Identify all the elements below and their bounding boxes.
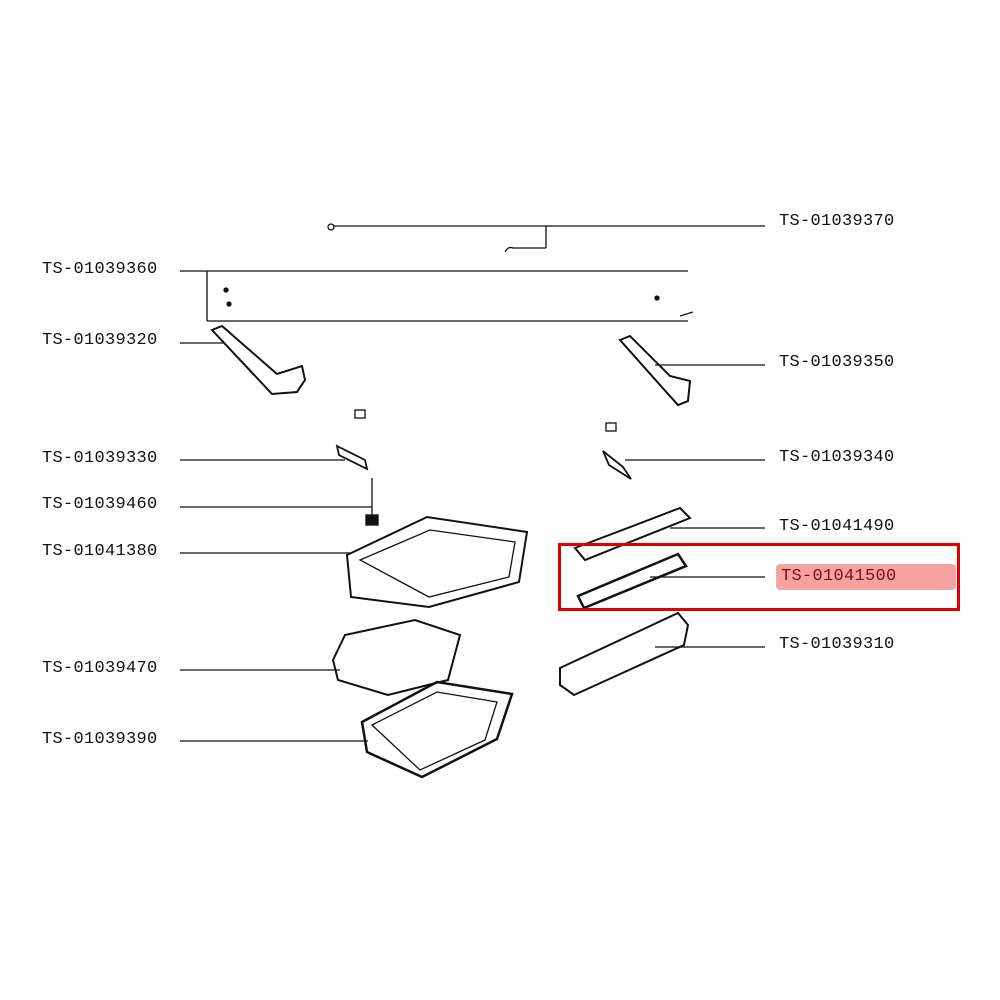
part-label-highlighted[interactable]: TS-01041500: [776, 564, 956, 590]
highlight-box: [558, 543, 960, 611]
part-label[interactable]: TS-01039310: [779, 635, 895, 654]
part-label[interactable]: TS-01039330: [42, 449, 158, 468]
part-label[interactable]: TS-01039360: [42, 260, 158, 279]
part-label[interactable]: TS-01039350: [779, 353, 895, 372]
part-label[interactable]: TS-01041490: [779, 517, 895, 536]
part-label[interactable]: TS-01039320: [42, 331, 158, 350]
part-drawings: [210, 223, 694, 779]
part-label[interactable]: TS-01039370: [779, 212, 895, 231]
part-label[interactable]: TS-01039470: [42, 659, 158, 678]
part-label[interactable]: TS-01041380: [42, 542, 158, 561]
part-label[interactable]: TS-01039460: [42, 495, 158, 514]
part-label[interactable]: TS-01039390: [42, 730, 158, 749]
leader-lines: [180, 225, 765, 742]
part-label[interactable]: TS-01039340: [779, 448, 895, 467]
